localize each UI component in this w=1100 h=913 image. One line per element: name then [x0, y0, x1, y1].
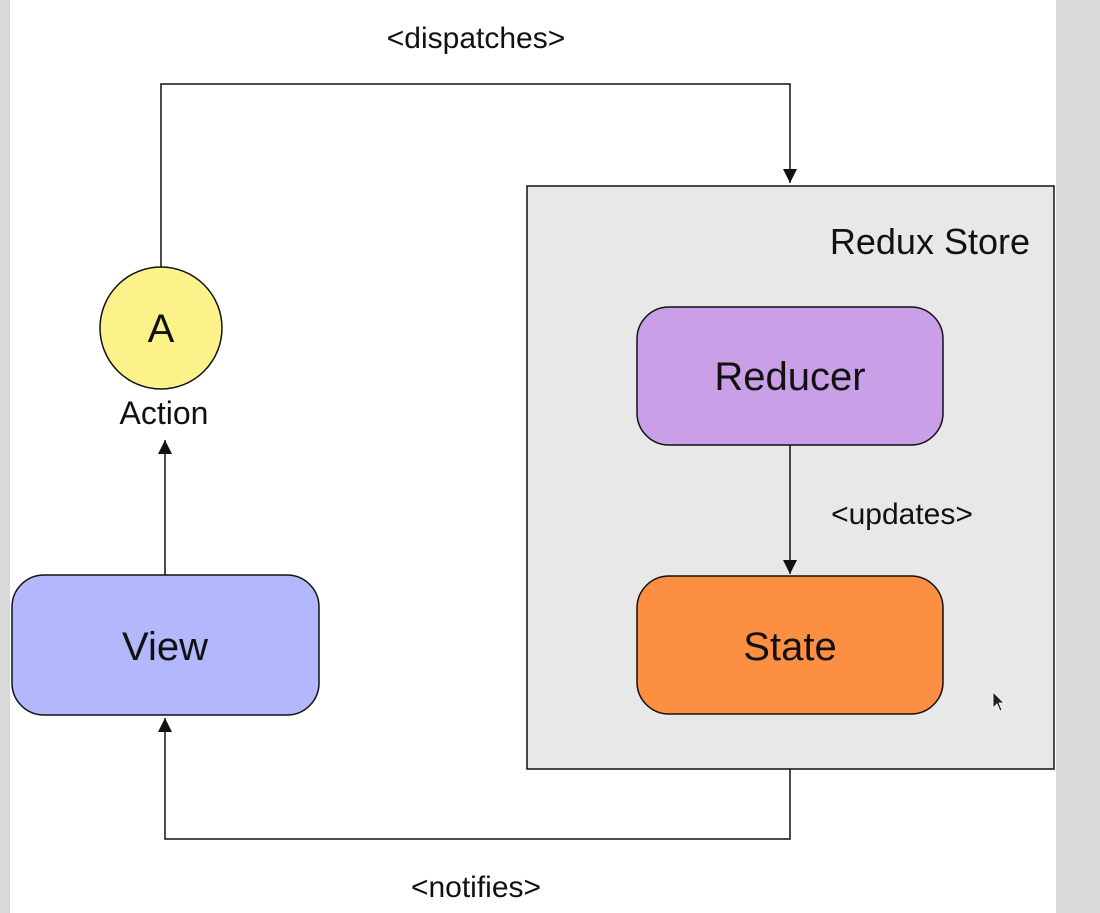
reducer-label: Reducer	[714, 355, 865, 399]
updates-label: <updates>	[831, 498, 973, 531]
redux-store-title: Redux Store	[830, 221, 1030, 262]
right-margin-bar	[1056, 0, 1100, 913]
dispatches-label: <dispatches>	[387, 22, 565, 55]
dispatches-connector	[160, 83, 797, 267]
left-margin-bar	[0, 0, 10, 913]
view-node	[11, 574, 320, 716]
view-label: View	[122, 625, 208, 669]
action-node	[99, 266, 223, 390]
state-label: State	[743, 625, 836, 669]
notifies-connector	[158, 718, 791, 840]
mouse-cursor-icon	[992, 691, 1005, 712]
notifies-label: <notifies>	[411, 871, 541, 904]
action-glyph: A	[148, 307, 175, 351]
action-label: Action	[120, 395, 209, 431]
state-node	[636, 575, 944, 715]
